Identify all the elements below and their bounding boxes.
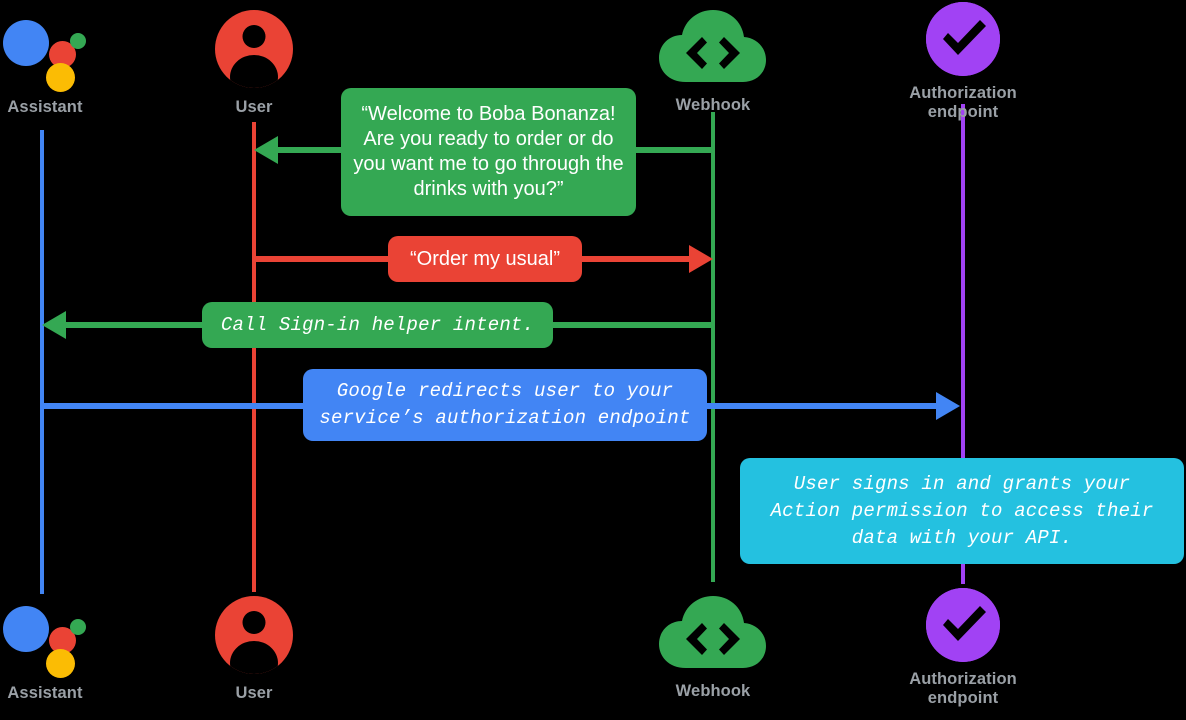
actor-label-user-top: User [235, 98, 273, 116]
check-mark-svg [926, 2, 1000, 76]
message-bubble-welcome: “Welcome to Boba Bonanza! Are you ready … [341, 88, 636, 216]
message-bubble-grant: User signs in and grants your Action per… [740, 458, 1184, 564]
lifeline-webhook [711, 112, 715, 582]
google-assistant-dots-icon-bottom [0, 594, 88, 678]
actor-label-auth-bottom: Authorization endpoint [909, 670, 1017, 707]
cloud-code-icon [658, 8, 768, 88]
message-text-order: “Order my usual” [409, 247, 561, 270]
actor-auth-top: Authorization endpoint [878, 2, 1048, 122]
arrowhead-welcome-left [254, 136, 278, 164]
arrowhead-order-right [689, 245, 713, 273]
lifeline-assistant [40, 130, 44, 594]
user-avatar-icon-bottom [215, 596, 293, 674]
cloud-code-icon-bottom [658, 594, 768, 674]
actor-label-user-bottom: User [235, 684, 273, 702]
actor-label-auth-top: Authorization endpoint [909, 84, 1017, 121]
message-bubble-signin-intent: Call Sign-in helper intent. [202, 302, 553, 348]
arrowhead-redirect-right [936, 392, 960, 420]
lifeline-user [252, 122, 256, 592]
message-bubble-order: “Order my usual” [388, 236, 582, 282]
message-text-signin-intent: Call Sign-in helper intent. [220, 313, 535, 336]
actor-webhook-bottom: Webhook [658, 594, 768, 701]
actor-label-assistant-top: Assistant [7, 98, 83, 116]
purple-check-circle-icon-bottom [926, 588, 1000, 662]
check-mark-svg-bottom [926, 588, 1000, 662]
google-assistant-dots-icon [0, 8, 88, 92]
lifeline-auth [961, 104, 965, 584]
arrowhead-signin-intent-left [42, 311, 66, 339]
actor-assistant-bottom: Assistant [0, 594, 90, 703]
actor-label-webhook-bottom: Webhook [675, 682, 751, 700]
actor-user-bottom: User [215, 596, 293, 703]
actor-user-top: User [215, 10, 293, 117]
actor-label-webhook-top: Webhook [675, 96, 751, 114]
message-text-welcome: “Welcome to Boba Bonanza! Are you ready … [353, 103, 624, 200]
actor-webhook-top: Webhook [658, 8, 768, 115]
message-bubble-redirect: Google redirects user to your service’s … [303, 369, 707, 441]
cloud-code-svg-bottom [659, 596, 766, 668]
actor-auth-bottom: Authorization endpoint [878, 588, 1048, 708]
user-avatar-icon [215, 10, 293, 88]
purple-check-circle-icon [926, 2, 1000, 76]
message-text-redirect: Google redirects user to your service’s … [319, 380, 691, 429]
cloud-code-svg [659, 10, 766, 82]
actor-assistant-top: Assistant [0, 8, 90, 117]
message-text-grant: User signs in and grants your Action per… [770, 472, 1154, 549]
actor-label-assistant-bottom: Assistant [7, 684, 83, 702]
